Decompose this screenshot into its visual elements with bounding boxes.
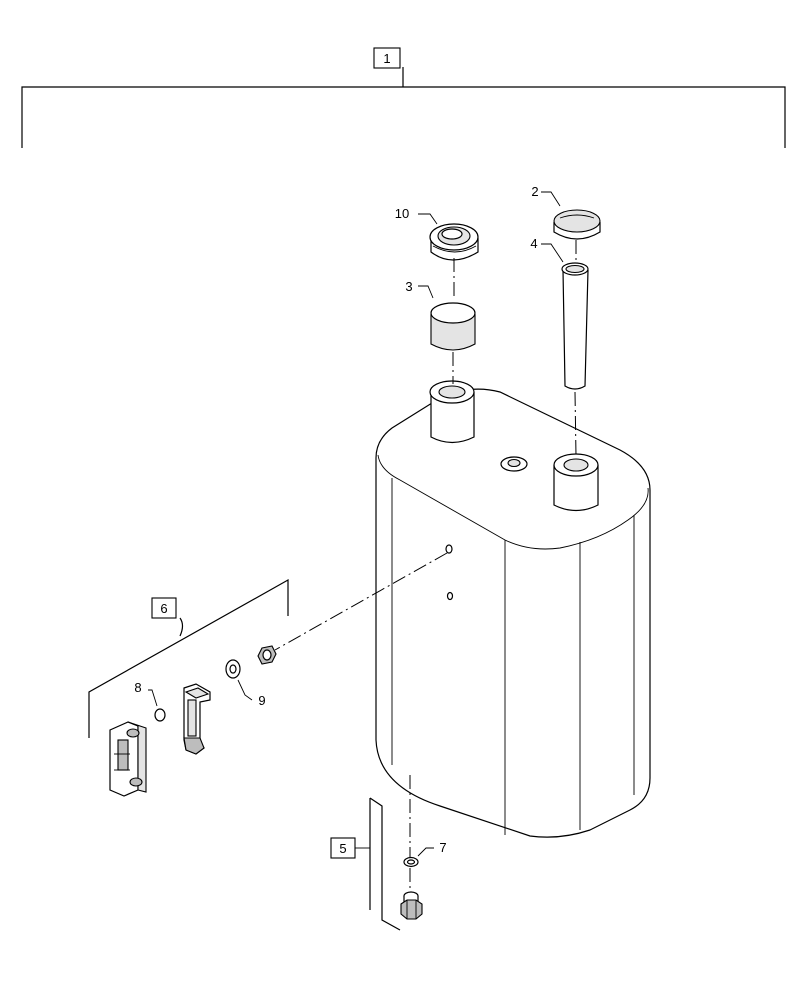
callout-box-6 [151,597,177,619]
breather-cap-10: 10 [395,206,479,261]
filter-element-3: 3 [405,279,476,351]
callout-1: 1 [383,51,390,66]
drain-plug [400,891,423,920]
sight-gauge-group-6: 6 9 8 [88,578,289,797]
callout-10: 10 [395,206,409,221]
callout-3: 3 [405,279,412,294]
callout-2: 2 [531,184,538,199]
gauge-nut [257,645,277,665]
hydraulic-tank [375,380,651,838]
dipstick-tube-4: 4 [530,236,589,390]
callout-5: 5 [339,841,346,856]
tank-port-hole [446,591,454,601]
callout-4: 4 [530,236,537,251]
sight-gauge-body [183,683,211,755]
o-ring-8: 8 [134,680,166,722]
filler-neck [429,380,475,444]
o-ring-7: 7 [403,840,447,868]
callout-7: 7 [439,840,446,855]
assembly-centerlines [274,240,577,892]
dipstick-neck [553,453,599,512]
callout-box-1 [373,47,401,69]
drain-plug-group-5: 5 7 [330,797,447,931]
tank-port-hole [445,544,453,554]
callout-6: 6 [160,601,167,616]
callout-8: 8 [134,680,141,695]
gauge-bracket [109,721,147,797]
dipstick-cap-2: 2 [531,184,601,240]
assembly-bracket-1: 1 [21,47,786,148]
callout-9: 9 [258,693,265,708]
washer-9: 9 [225,659,266,708]
